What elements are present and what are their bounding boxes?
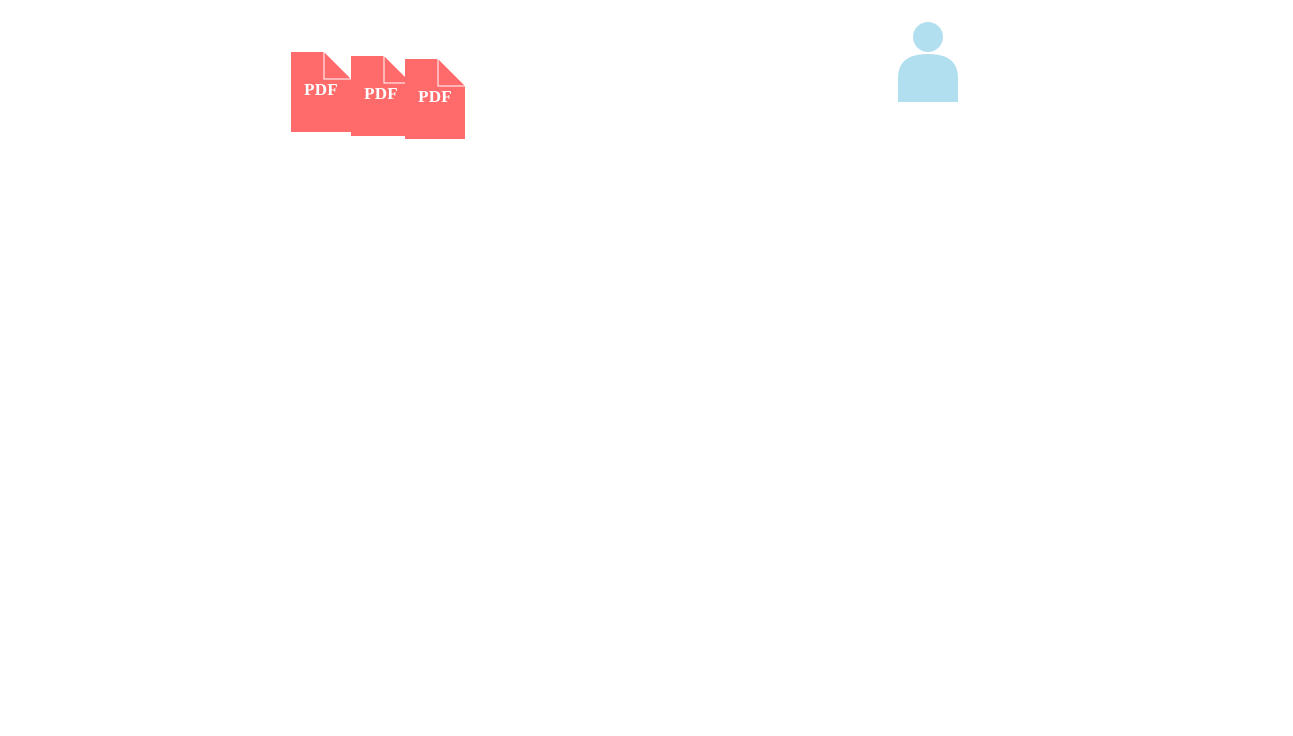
pdf-label: PDF: [418, 87, 452, 106]
pdf-document-icon: PDF: [405, 59, 465, 139]
user-silhouette: [898, 22, 958, 102]
pdf-document-shape: [291, 52, 351, 132]
pdf-label: PDF: [304, 80, 338, 99]
pdf-label: PDF: [364, 84, 398, 103]
pdf-document-shape: [405, 59, 465, 139]
pdf-document-icon: PDF: [291, 52, 351, 132]
pdf-document-shape: [351, 56, 411, 136]
pdf-document-icon: PDF: [351, 56, 411, 136]
user-icon: [896, 20, 960, 104]
